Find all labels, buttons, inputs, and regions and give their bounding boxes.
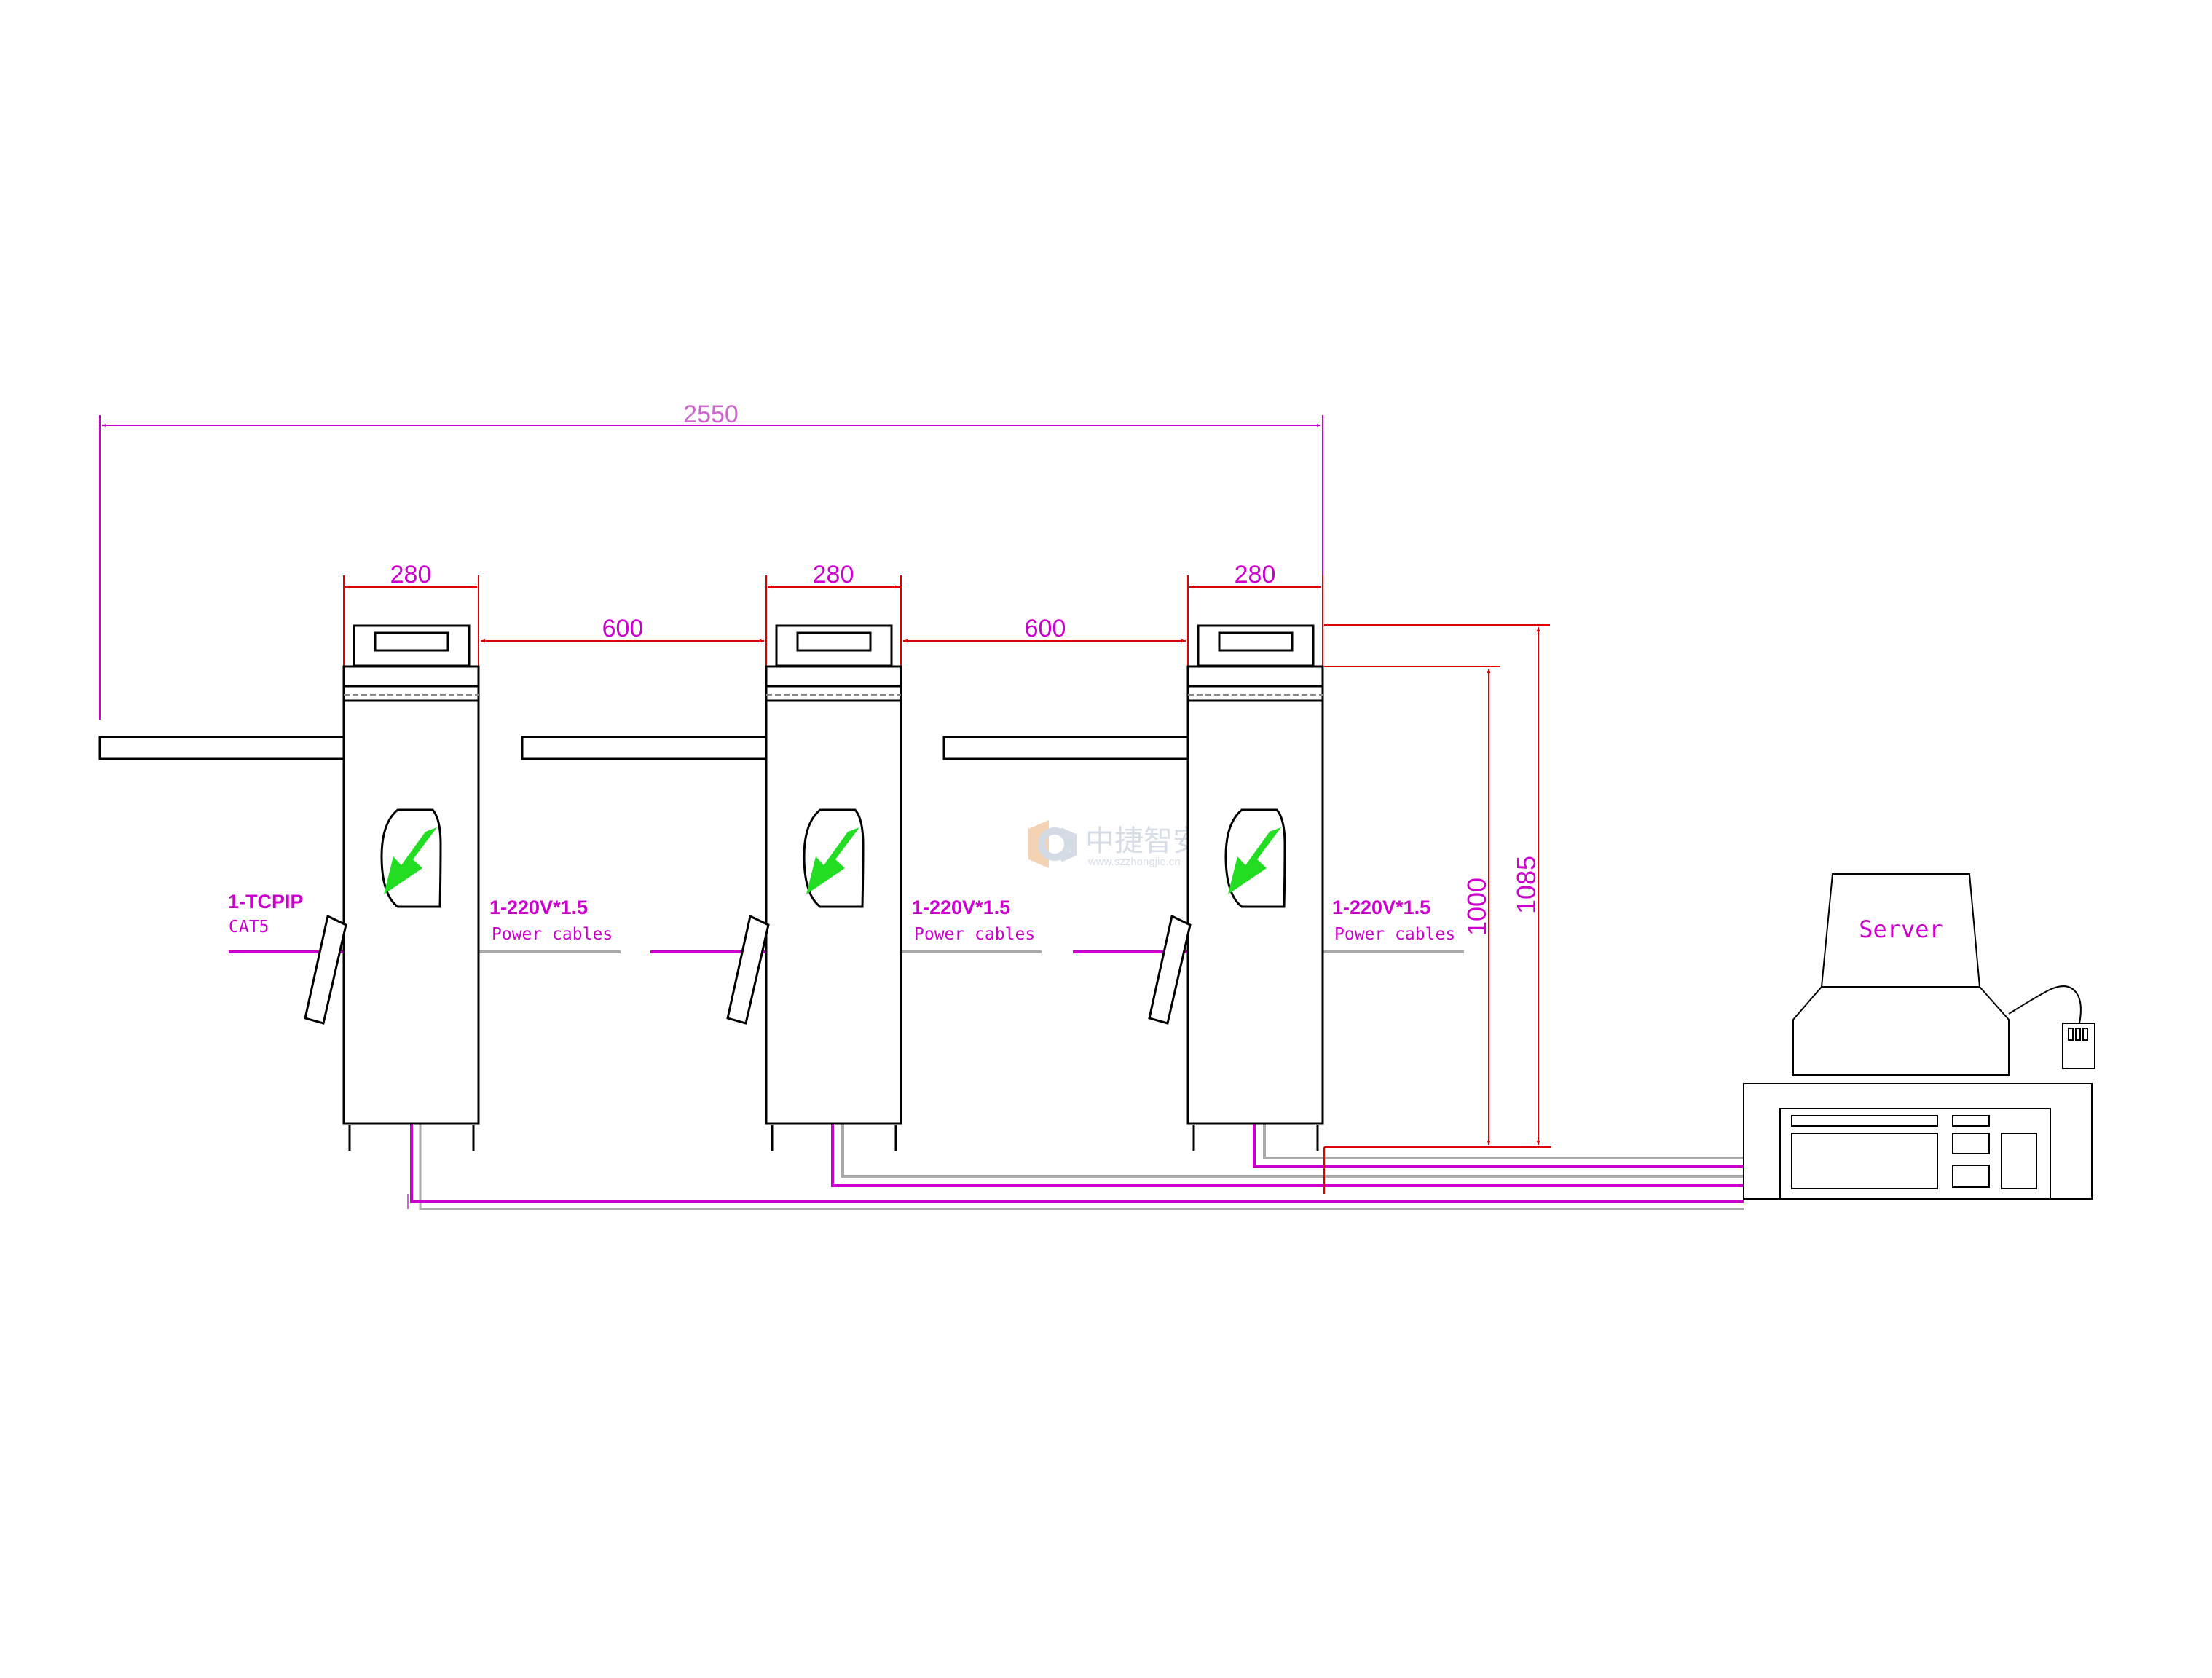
- height-body-value: 1000: [1462, 878, 1492, 936]
- server-monitor: [1792, 873, 2010, 1076]
- gap-value-2: 600: [1025, 615, 1066, 642]
- power-spec-label-3: 1-220V*1.5: [1332, 897, 1430, 918]
- watermark: 中捷智安 www.szzhongjie.cn: [1028, 820, 1202, 868]
- gap-value-1: 600: [602, 615, 644, 642]
- turnstile-3-arm-lower: [1148, 914, 1192, 1025]
- watermark-logo-icon: [1028, 820, 1077, 868]
- turnstile-1-head: [353, 624, 471, 667]
- gap-dimension-2: 600: [903, 615, 1186, 643]
- turnstile-3-arrow-icon: [1228, 827, 1281, 894]
- height-dimension-total: 1085: [1324, 624, 1550, 1145]
- watermark-url: www.szzhongjie.cn: [1087, 856, 1181, 868]
- power-cable-label-group-1: 1-220V*1.5 Power cables: [420, 897, 621, 953]
- turnstile-2-arm-lower: [726, 914, 770, 1025]
- turnstile-2-display: [796, 631, 872, 652]
- turnstile-3-display: [1218, 631, 1294, 652]
- network-cable-label-group: 1-TCPIP CAT5: [228, 891, 410, 953]
- turnstile-2-arm-horizontal: [521, 736, 766, 760]
- turnstile-1-arm-horizontal: [98, 736, 344, 760]
- turnstile-1-display: [374, 631, 449, 652]
- turnstile-2: [521, 624, 902, 1151]
- power-spec-label-2: 1-220V*1.5: [912, 897, 1010, 918]
- power-desc-label-2: Power cables: [914, 925, 1035, 944]
- turnstile-1-arm-lower: [304, 914, 347, 1025]
- unit-width-dimension-1: 280: [343, 561, 479, 666]
- unit-width-value-2: 280: [813, 561, 854, 588]
- watermark-name: 中捷智安: [1085, 824, 1202, 858]
- server-cabinet: [1743, 1083, 2093, 1200]
- mouse-icon: [2062, 1023, 2095, 1069]
- gap-dimension-1: 600: [481, 615, 764, 643]
- cable-routing: [407, 954, 1744, 1210]
- power-spec-label-1: 1-220V*1.5: [489, 897, 588, 918]
- turnstile-2-arrow-icon: [806, 827, 859, 894]
- height-dimension-body: 1000: [1324, 666, 1551, 1148]
- turnstile-1: [98, 624, 480, 1151]
- turnstile-3: [942, 624, 1324, 1151]
- server-label: Server: [1859, 915, 1943, 943]
- unit-width-value-1: 280: [390, 561, 432, 588]
- unit-width-dimension-3: 280: [1187, 561, 1323, 666]
- turnstile-2-head: [775, 624, 893, 667]
- network-cable-type-label: CAT5: [229, 918, 269, 937]
- turnstile-3-arm-horizontal: [942, 736, 1188, 760]
- overall-width-value: 2550: [683, 401, 739, 428]
- height-total-value: 1085: [1511, 856, 1541, 914]
- power-desc-label-3: Power cables: [1334, 925, 1455, 944]
- mouse-cable: [2008, 985, 2082, 1024]
- overall-width-dimension: 2550: [99, 401, 1323, 720]
- power-cable-label-group-2: 1-220V*1.5 Power cables: [650, 897, 1042, 953]
- network-cable-label: 1-TCPIP: [228, 891, 304, 913]
- turnstile-3-head: [1197, 624, 1315, 667]
- power-desc-label-1: Power cables: [492, 925, 613, 944]
- turnstile-1-arrow-icon: [384, 827, 437, 894]
- unit-width-value-3: 280: [1235, 561, 1276, 588]
- server-workstation: Server: [1743, 873, 2095, 1200]
- unit-width-dimension-2: 280: [765, 561, 902, 666]
